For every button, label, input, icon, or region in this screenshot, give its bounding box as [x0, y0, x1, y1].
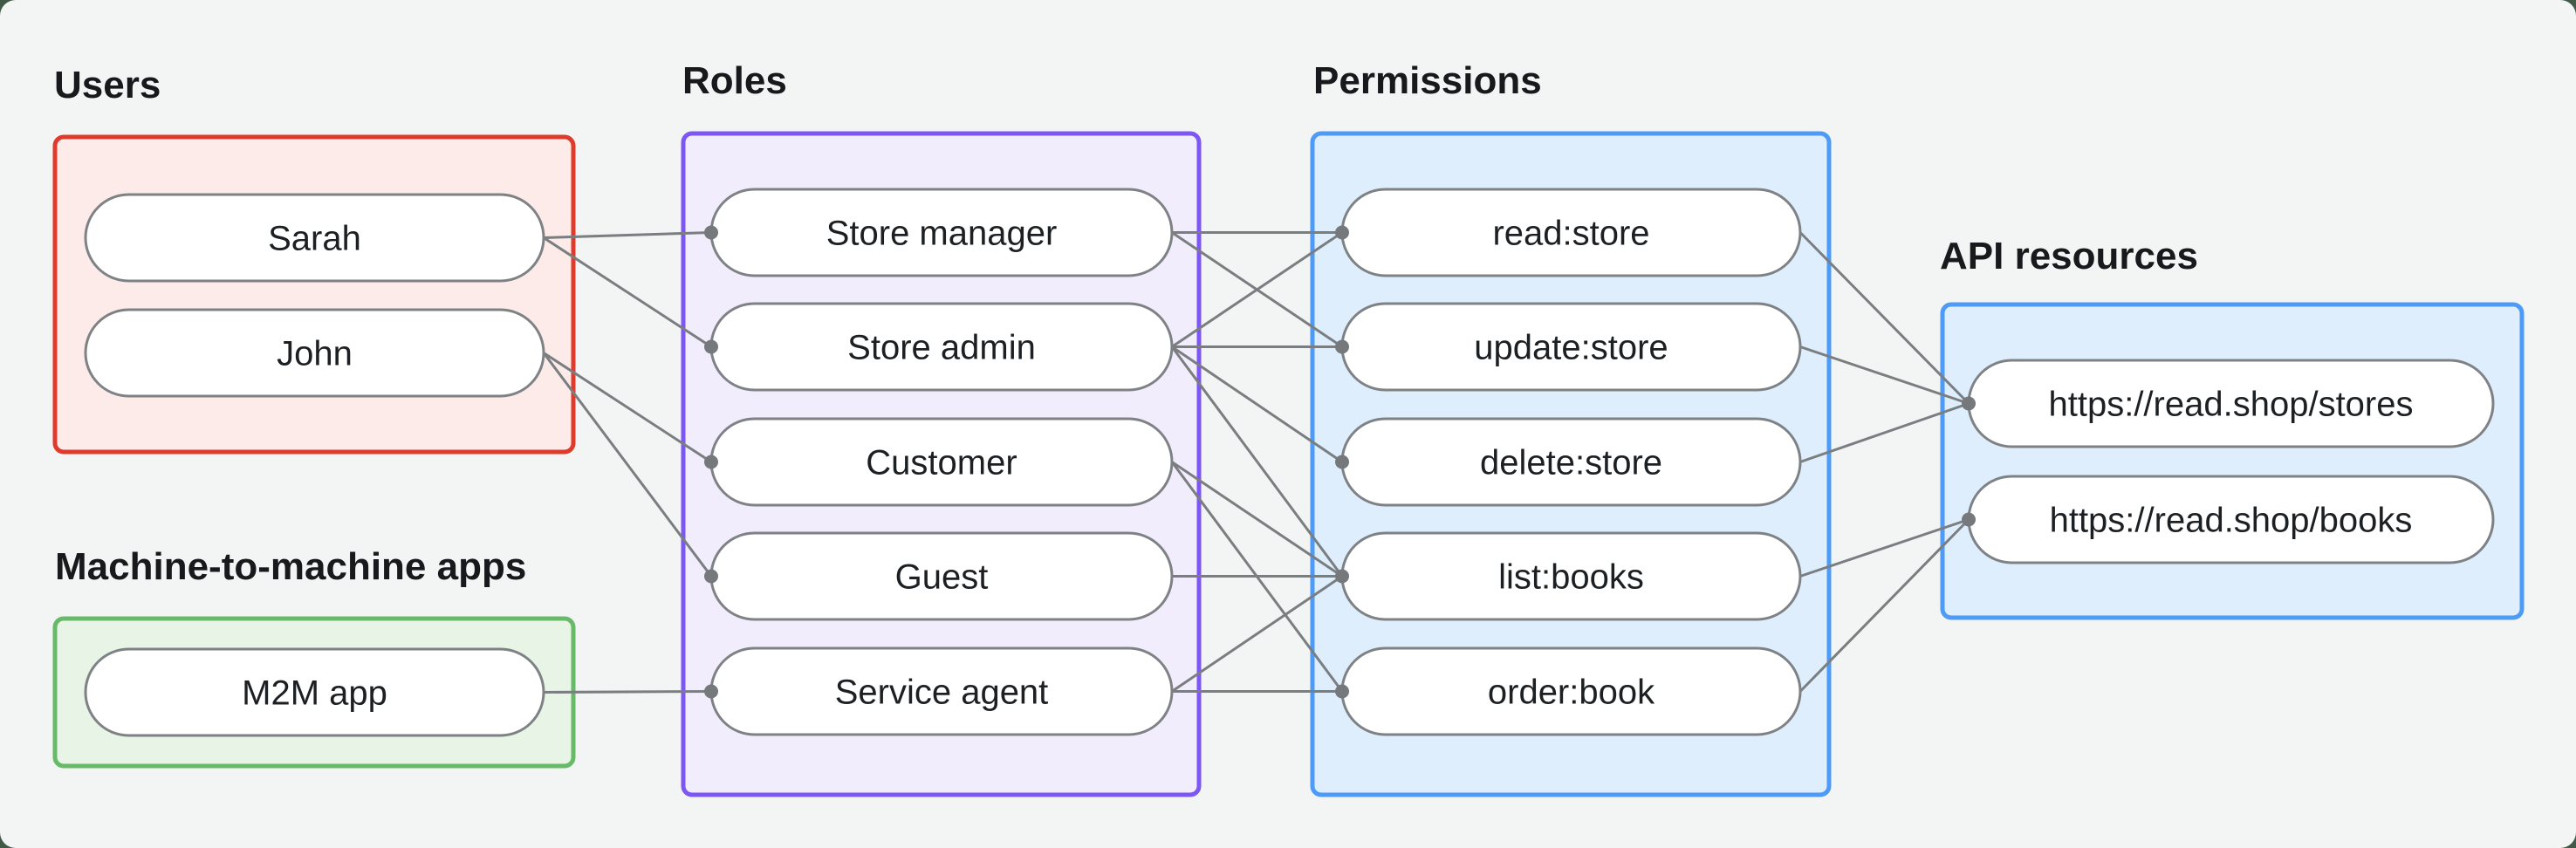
edge-john-guest [542, 352, 713, 578]
connector-dot-books_api [1962, 512, 1976, 527]
group-label-api: API resources [1940, 235, 2198, 277]
connector-dot-delete_store [1335, 455, 1349, 469]
node-label-read_store: read:store [1492, 215, 1649, 253]
node-label-service_agent: Service agent [835, 674, 1049, 712]
node-label-order_book: order:book [1488, 674, 1655, 712]
edge-sarah-store_manager [543, 231, 712, 239]
node-label-list_books: list:books [1498, 558, 1644, 597]
node-label-john: John [277, 335, 353, 373]
edge-service_agent-list_books [1171, 575, 1343, 693]
edge-sarah-store_admin [543, 236, 712, 348]
node-pill-john [84, 308, 545, 398]
edge-store_admin-delete_store [1171, 345, 1343, 463]
edge-customer-list_books [1171, 461, 1343, 578]
edge-store_admin-read_store [1171, 231, 1343, 348]
edge-order_book-books_api [1798, 518, 1970, 693]
group-label-m2m: Machine-to-machine apps [55, 545, 526, 588]
connector-dot-customer [704, 455, 718, 469]
group-label-permissions: Permissions [1313, 59, 1542, 102]
connector-dot-update_store [1335, 339, 1349, 354]
edge-store_admin-list_books [1170, 345, 1344, 578]
edge-delete_store-stores_api [1799, 402, 1970, 463]
group-box-api [1940, 302, 2525, 620]
node-pill-m2m_app [84, 647, 545, 737]
node-label-books_api: https://read.shop/books [2050, 502, 2413, 540]
node-pill-sarah [84, 193, 545, 283]
connector-dot-store_manager [704, 225, 718, 240]
node-label-delete_store: delete:store [1480, 444, 1662, 482]
connector-dot-guest [704, 569, 718, 584]
connector-dot-list_books [1335, 569, 1349, 584]
edge-update_store-stores_api [1799, 345, 1970, 405]
node-label-store_manager: Store manager [826, 215, 1058, 253]
connector-dot-order_book [1335, 684, 1349, 699]
node-label-store_admin: Store admin [847, 329, 1036, 367]
node-label-stores_api: https://read.shop/stores [2048, 386, 2413, 424]
node-label-sarah: Sarah [268, 220, 361, 258]
connector-dot-read_store [1335, 225, 1349, 240]
node-label-guest: Guest [895, 558, 989, 597]
edge-m2m_app-service_agent [543, 690, 712, 694]
edge-john-customer [543, 352, 712, 463]
node-label-m2m_app: M2M app [242, 674, 387, 713]
connector-dot-stores_api [1962, 396, 1976, 411]
group-box-users [52, 134, 576, 455]
connector-dot-store_admin [704, 339, 718, 354]
edge-read_store-stores_api [1798, 231, 1970, 405]
connector-dot-service_agent [704, 684, 718, 699]
group-label-users: Users [54, 64, 161, 106]
node-label-customer: Customer [866, 444, 1017, 482]
node-label-update_store: update:store [1474, 329, 1668, 367]
group-label-roles: Roles [682, 59, 787, 102]
edge-list_books-books_api [1799, 518, 1970, 578]
